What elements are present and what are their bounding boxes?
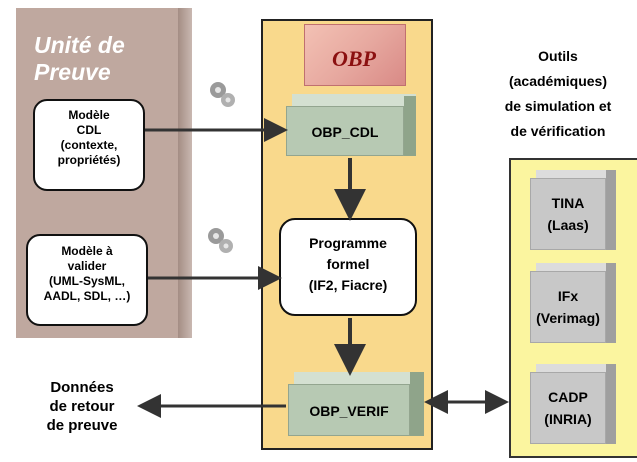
tina-box-side: [606, 170, 616, 250]
obp-logo: [304, 24, 406, 86]
obp-verif-box: OBP_VERIF: [288, 384, 410, 436]
ifx-box-top: [536, 263, 616, 271]
proof-unit-title: Unité de Preuve: [34, 32, 125, 85]
obp-cdl-box: OBP_CDL: [286, 106, 404, 156]
tools-title: Outils (académiques) de simulation et de…: [504, 48, 612, 139]
obp-verif-box-side: [410, 372, 424, 436]
proof-feedback-label: Données de retour de preuve: [46, 379, 118, 434]
gear-icon: [210, 82, 235, 107]
obp-cdl-box-side: [404, 96, 416, 156]
tina-box-top: [536, 170, 616, 178]
ifx-box: IFx (Verimag): [530, 271, 606, 343]
gear-icon: [208, 228, 233, 253]
tina-box: TINA (Laas): [530, 178, 606, 250]
model-to-validate-box: Modèle à valider (UML-SysML, AADL, SDL, …: [26, 234, 148, 326]
formal-program-box: Programme formel (IF2, Fiacre): [279, 218, 417, 316]
cadp-box-side: [606, 364, 616, 444]
obp-logo-text: OBP: [332, 46, 376, 71]
cadp-box: CADP (INRIA): [530, 372, 606, 444]
ifx-box-side: [606, 263, 616, 343]
obp-cdl-box-top: [292, 94, 416, 106]
cdl-model-box: Modèle CDL (contexte, propriétés): [33, 99, 145, 191]
obp-verif-box-top: [294, 372, 424, 384]
cadp-box-top: [536, 364, 616, 372]
proof-unit-panel-side: [178, 8, 192, 338]
